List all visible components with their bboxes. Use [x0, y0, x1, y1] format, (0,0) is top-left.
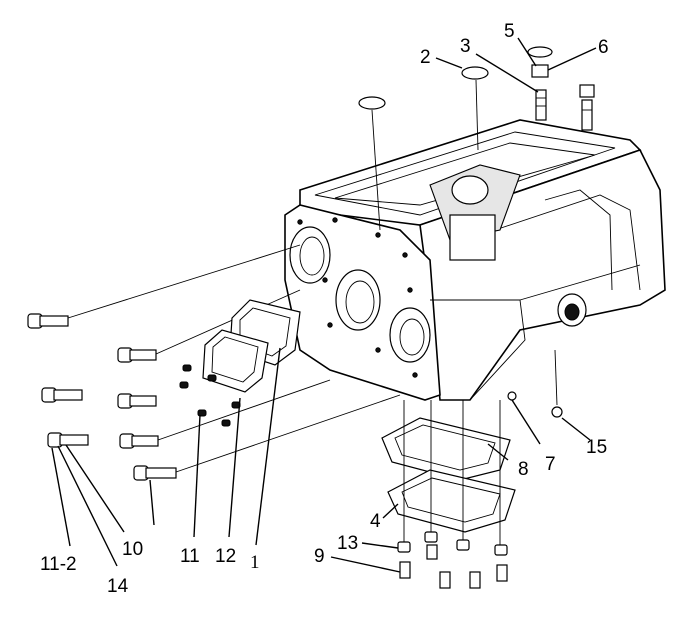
top-plug-left [358, 96, 386, 231]
callout-4: 4 [370, 511, 381, 532]
callout-10: 10 [122, 539, 144, 560]
callout-8: 8 [518, 459, 529, 480]
callout-12: 12 [215, 546, 237, 567]
callout-11: 11 [180, 546, 200, 567]
nut-5-washer-6 [527, 46, 595, 131]
callout-14: 14 [107, 576, 129, 597]
callout-3: 3 [460, 36, 471, 57]
plug-2 [461, 66, 489, 151]
left-bolts [27, 244, 401, 481]
callout-6: 6 [598, 37, 609, 58]
callout-1: 1 [250, 552, 260, 573]
drain-plug-15 [507, 349, 563, 418]
callout-7: 7 [545, 454, 556, 475]
bottom-bolts-9-13 [397, 400, 508, 589]
stud-3 [535, 89, 547, 121]
callout-9: 9 [314, 546, 325, 567]
callout-11-2: 11-2 [40, 554, 77, 575]
callout-13: 13 [337, 533, 359, 554]
callout-5: 5 [504, 21, 515, 42]
callout-2: 2 [420, 47, 431, 68]
gearbox-housing [284, 119, 666, 401]
callout-15: 15 [586, 437, 608, 458]
front-plate-holes [297, 217, 418, 378]
bottom-plate-4 [387, 469, 516, 533]
leader-lines [51, 37, 597, 573]
gasket-12 [202, 329, 269, 393]
small-bolts-11 [179, 364, 241, 427]
gasket-8 [381, 417, 511, 481]
